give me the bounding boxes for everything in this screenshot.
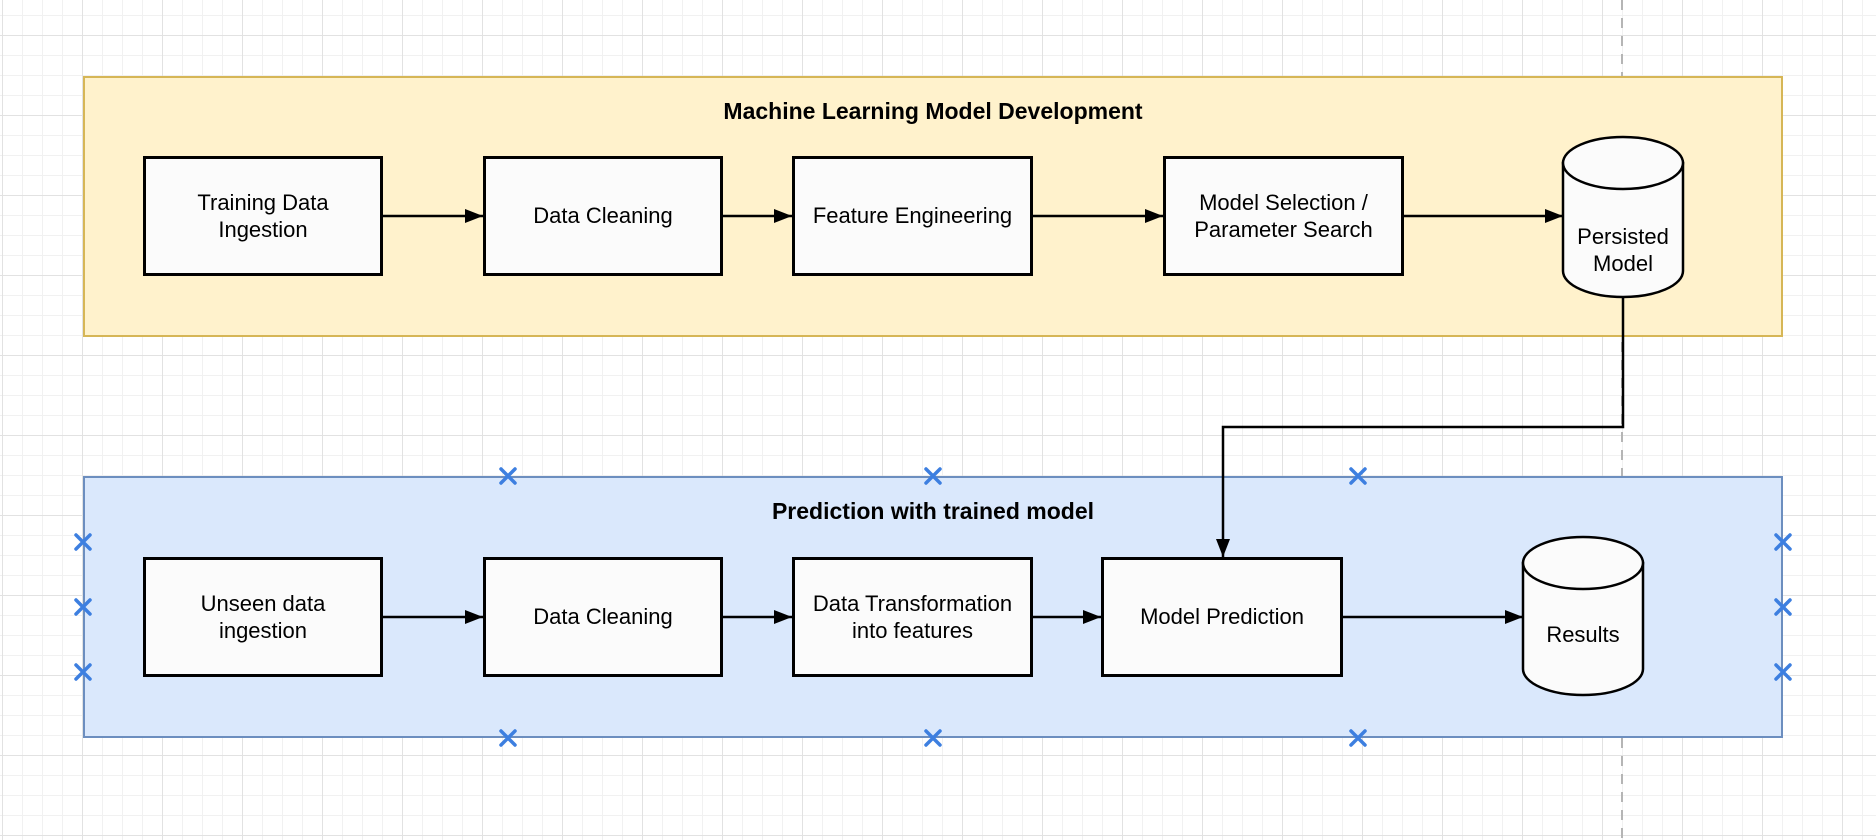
datastore-results[interactable]: [1521, 535, 1645, 697]
box-label: Data Cleaning: [533, 203, 673, 229]
datastore-persisted-model[interactable]: [1561, 135, 1685, 299]
connection-point-cross-icon: [74, 533, 92, 551]
cylinder-top: [1561, 135, 1685, 191]
box-label: Data Cleaning: [533, 604, 673, 630]
box-model-prediction[interactable]: Model Prediction: [1101, 557, 1343, 677]
connector-persisted-to-prediction[interactable]: [1216, 297, 1625, 557]
cylinder-body: [1561, 161, 1685, 299]
datastore-label: Results: [1546, 622, 1620, 648]
box-label: Model Selection / Parameter Search: [1194, 189, 1373, 243]
box-label: Data Transformation into features: [812, 590, 1013, 644]
box-data-cleaning-pred[interactable]: Data Cleaning: [483, 557, 723, 677]
connection-point-cross-icon: [1774, 533, 1792, 551]
connection-point-cross-icon: [924, 729, 942, 747]
connection-point-cross-icon: [74, 598, 92, 616]
box-label: Model Prediction: [1140, 604, 1304, 630]
box-data-cleaning-dev[interactable]: Data Cleaning: [483, 156, 723, 276]
box-unseen-data-ingestion[interactable]: Unseen data ingestion: [143, 557, 383, 677]
connection-point-cross-icon: [1349, 729, 1367, 747]
box-training-data-ingestion[interactable]: Training Data Ingestion: [143, 156, 383, 276]
datastore-results-label: Results: [1523, 585, 1643, 685]
connection-point-cross-icon: [499, 729, 517, 747]
box-feature-engineering[interactable]: Feature Engineering: [792, 156, 1033, 276]
datastore-persisted-model-label: Persisted Model: [1563, 200, 1683, 300]
box-data-transformation-into-features[interactable]: Data Transformation into features: [792, 557, 1033, 677]
connection-points-group: [74, 467, 1792, 747]
box-model-selection-parameter-search[interactable]: Model Selection / Parameter Search: [1163, 156, 1404, 276]
connection-point-cross-icon: [1774, 663, 1792, 681]
lane-prediction-title: Prediction with trained model: [771, 498, 1095, 524]
box-label: Unseen data ingestion: [200, 590, 326, 644]
cylinder-body: [1521, 561, 1645, 697]
connection-point-cross-icon: [924, 467, 942, 485]
cylinder-top: [1521, 535, 1645, 591]
connection-point-cross-icon: [74, 663, 92, 681]
box-label: Training Data Ingestion: [197, 189, 329, 243]
connection-point-cross-icon: [499, 467, 517, 485]
connection-point-cross-icon: [1774, 598, 1792, 616]
connection-point-cross-icon: [1349, 467, 1367, 485]
datastore-label: Persisted Model: [1577, 223, 1669, 277]
box-label: Feature Engineering: [812, 203, 1013, 229]
lane-ml-title: Machine Learning Model Development: [723, 98, 1143, 124]
